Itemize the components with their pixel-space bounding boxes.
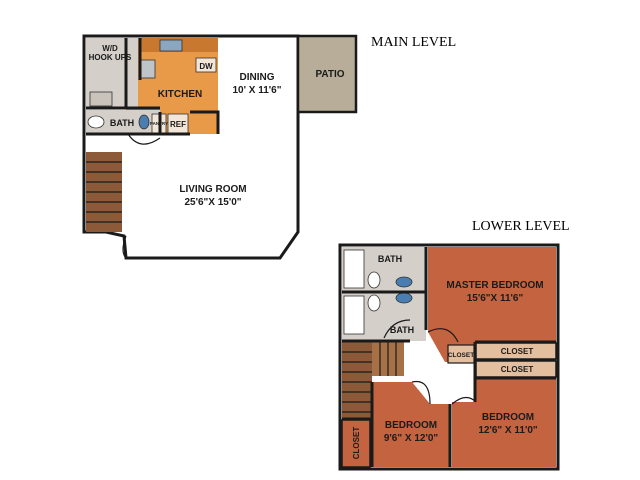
main-stairs (86, 152, 122, 232)
lower-level-title: LOWER LEVEL (472, 219, 570, 234)
bedroom-1-label: BEDROOM (385, 420, 437, 431)
master-bedroom-floor (428, 247, 556, 362)
sink (159, 39, 183, 52)
dishwasher (195, 57, 217, 73)
lower-bath-bottom-label: BATH (390, 325, 414, 335)
main-interior-walls (86, 38, 220, 136)
master-bedroom-size: 15'6"X 11'6" (467, 293, 524, 304)
patio-label: PATIO (315, 69, 344, 80)
bedroom-2-size: 12'6" X 11'0" (478, 425, 538, 436)
lower-level-outline (338, 243, 560, 471)
ref-label: REF (170, 120, 186, 129)
living-room-label: LIVING ROOM (179, 184, 246, 195)
closet-2-label: CLOSET (501, 365, 534, 374)
pantry-label: PANTRY (150, 121, 168, 126)
vanity-sink (138, 114, 150, 130)
closet-left-label: CLOSET (352, 427, 361, 460)
stove (140, 59, 156, 79)
wd-label-line1: W/D (102, 44, 118, 53)
master-bedroom-label: MASTER BEDROOM (446, 280, 543, 291)
sink-bottom (395, 292, 413, 304)
main-level-plan: W/D HOOK UPS DW KITCHEN DINING 10' X 11'… (82, 34, 358, 260)
tub-top (343, 249, 365, 289)
toilet-bottom (367, 294, 381, 312)
bedroom-1-size: 9'6" X 12'0" (384, 433, 439, 444)
dining-size: 10' X 11'6" (233, 85, 282, 96)
toilet (87, 115, 105, 129)
main-bath-label: BATH (110, 118, 134, 128)
door-arc-master (427, 328, 459, 343)
lower-bath-top-label: BATH (378, 254, 402, 264)
door-arc-bath (383, 319, 411, 339)
laundry-shelf (89, 91, 113, 107)
main-level-title: MAIN LEVEL (371, 35, 456, 50)
bedroom-2-floor (452, 378, 556, 467)
dw-label: DW (199, 62, 213, 71)
bedroom-1-floor (372, 382, 450, 467)
sink-top (395, 276, 413, 288)
patio-floor (296, 34, 358, 114)
tub-bottom (343, 295, 365, 335)
door-arc-bedroom-1 (411, 380, 431, 405)
kitchen-label: KITCHEN (158, 89, 202, 100)
lower-level-plan: BATH BATH MASTER BEDROOM 15'6"X 11'6" CL… (338, 243, 560, 471)
living-room-size: 25'6"X 15'0" (184, 197, 241, 208)
lower-interior-walls (342, 247, 556, 467)
toilet-top (367, 271, 381, 289)
wd-label-line2: HOOK UPS (89, 53, 132, 62)
closet-1-label: CLOSET (501, 347, 534, 356)
bedroom-2-label: BEDROOM (482, 412, 534, 423)
door-arc-bedroom-2 (451, 396, 477, 405)
door-arc-entry (122, 235, 127, 259)
dining-label: DINING (240, 72, 275, 83)
closet-small-label: CLOSET (448, 352, 474, 359)
door-arc-bath (127, 133, 161, 145)
lower-stairs (342, 342, 404, 418)
